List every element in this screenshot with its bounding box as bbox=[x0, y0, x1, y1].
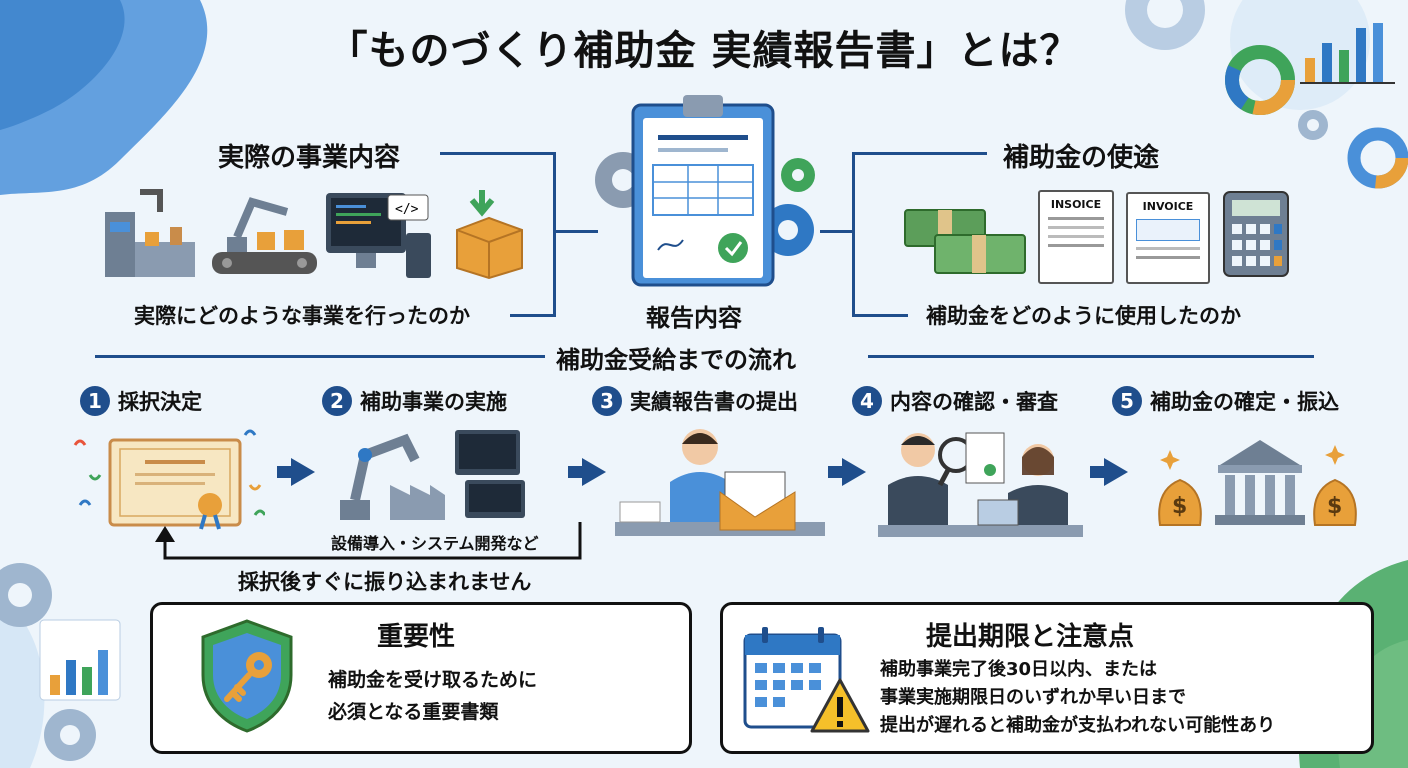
factory-machine-icon bbox=[105, 189, 195, 277]
package-box-icon bbox=[456, 190, 523, 280]
divider-line bbox=[868, 355, 1314, 358]
connector-line bbox=[553, 152, 556, 316]
importance-line-1: 補助金を受け取るために bbox=[328, 669, 538, 691]
deadline-heading: 提出期限と注意点 bbox=[926, 622, 1135, 652]
connector-line bbox=[553, 230, 598, 233]
page-title: 「ものづくり補助金 実績報告書」とは？ bbox=[327, 28, 1081, 74]
gear-icon bbox=[1125, 0, 1205, 50]
robot-factory-icon bbox=[340, 430, 525, 520]
bank-money-icon: $ $ bbox=[1158, 440, 1357, 526]
donut-chart-icon bbox=[1225, 45, 1295, 115]
gear-icon bbox=[1298, 110, 1328, 140]
connector-line bbox=[510, 314, 556, 317]
deadline-line-2: 事業実施期限日のいずれか早い日まで bbox=[880, 687, 1186, 708]
report-content-label: 報告内容 bbox=[646, 304, 742, 332]
flow-arrow bbox=[1090, 458, 1128, 486]
step2-note: 設備導入・システム開発など bbox=[331, 534, 539, 553]
certificate-icon bbox=[73, 429, 265, 530]
computer-code-icon: </> bbox=[326, 193, 431, 278]
return-arrow bbox=[155, 522, 582, 560]
business-content-heading: 実際の事業内容 bbox=[218, 143, 401, 173]
flow-heading: 補助金受給までの流れ bbox=[556, 346, 796, 374]
person-submitting-report-icon bbox=[615, 429, 825, 536]
subsidy-usage-heading: 補助金の使途 bbox=[1003, 143, 1160, 173]
connector-line bbox=[440, 152, 555, 155]
connector-line bbox=[852, 152, 855, 316]
shield-key-icon bbox=[201, 619, 293, 733]
subsidy-usage-caption: 補助金をどのように使用したのか bbox=[926, 304, 1241, 328]
connector-line bbox=[852, 314, 908, 317]
gear-and-chart-icon bbox=[0, 563, 121, 761]
svg-text:$: $ bbox=[1327, 494, 1342, 519]
connector-line bbox=[852, 152, 987, 155]
invoice-icon: INVOICE bbox=[1126, 192, 1210, 284]
flow-arrow bbox=[828, 458, 866, 486]
deadline-line-1: 補助事業完了後30日以内、または bbox=[880, 659, 1158, 680]
flow-arrow bbox=[277, 458, 315, 486]
robot-arm-conveyor-icon bbox=[212, 197, 317, 274]
svg-text:</>: </> bbox=[395, 202, 419, 217]
calculator-icon bbox=[1223, 191, 1289, 277]
svg-text:$: $ bbox=[1172, 494, 1187, 519]
bar-chart-icon bbox=[1300, 23, 1395, 84]
receipt-icon: INSOICE bbox=[1038, 190, 1114, 284]
no-immediate-payment-warning: 採択後すぐに振り込まれません bbox=[238, 570, 532, 594]
calendar-warning-icon bbox=[743, 627, 870, 733]
connector-line bbox=[820, 230, 854, 233]
donut-chart-icon bbox=[1347, 127, 1408, 189]
importance-line-2: 必須となる重要書類 bbox=[328, 701, 499, 723]
business-content-caption: 実際にどのような事業を行ったのか bbox=[134, 304, 470, 328]
deadline-line-3: 提出が遅れると補助金が支払われない可能性あり bbox=[880, 715, 1276, 736]
cash-bundles-icon bbox=[904, 209, 1026, 274]
divider-line bbox=[95, 355, 545, 358]
report-clipboard-icon bbox=[595, 95, 815, 287]
flow-arrow bbox=[568, 458, 606, 486]
reviewers-icon bbox=[878, 432, 1083, 537]
importance-heading: 重要性 bbox=[377, 622, 456, 652]
